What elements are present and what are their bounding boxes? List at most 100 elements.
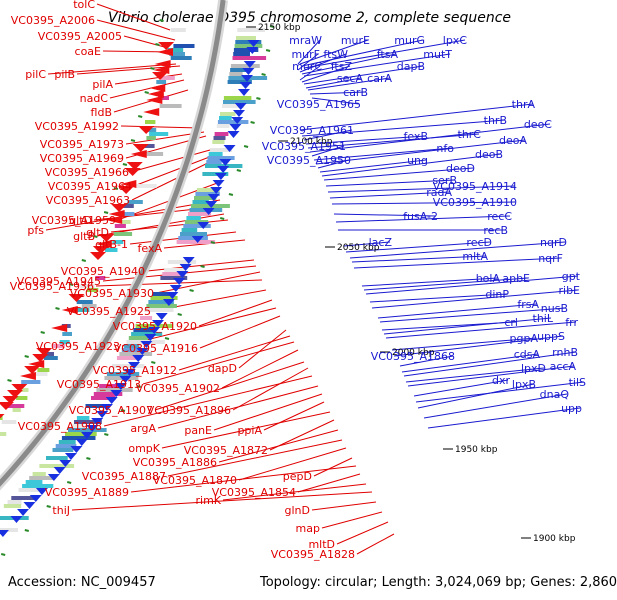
- feature-band: [147, 128, 157, 132]
- gene-arrow: [239, 82, 252, 89]
- left-leader-line: [47, 63, 177, 75]
- right-gene-label: deoA: [499, 134, 527, 147]
- gene-arrow: [0, 530, 9, 537]
- right-gene-label: crl: [504, 316, 518, 329]
- gene-arrow: [214, 173, 227, 180]
- right-gene-label: thiL: [533, 312, 554, 325]
- right-gene-label: VC0395_A1868: [371, 350, 455, 363]
- right-leader-line: [385, 321, 577, 339]
- gene-arrow: [229, 124, 242, 131]
- right-leader-line: [309, 91, 367, 95]
- gene-arrow: [53, 467, 66, 474]
- left-gene-label: gltD: [69, 214, 92, 227]
- right-gene-label: lacZ: [369, 236, 393, 249]
- right-gene-label: murE: [341, 34, 370, 47]
- feature-band: [18, 488, 45, 492]
- gene-arrow: [237, 89, 250, 96]
- feature-band: [219, 116, 232, 120]
- right-leader-line: [383, 317, 552, 335]
- tick-mark: [256, 97, 261, 100]
- gene-arrow: [205, 201, 218, 208]
- right-leader-line: [353, 257, 562, 269]
- feature-band: [43, 356, 58, 360]
- tick-mark: [113, 187, 119, 190]
- feature-band: [39, 464, 75, 468]
- gene-arrow: [242, 68, 255, 75]
- right-leader-line: [331, 201, 516, 205]
- left-leader-line: [321, 511, 383, 529]
- tick-mark: [24, 355, 29, 358]
- feature-band: [120, 212, 135, 216]
- gene-arrow: [157, 48, 174, 56]
- gene-arrow: [36, 348, 53, 356]
- gene-arrow: [111, 204, 128, 212]
- right-gene-label: murF: [291, 48, 320, 61]
- left-leader-line: [157, 385, 319, 429]
- tick-mark: [219, 217, 225, 220]
- right-gene-label: pgpA: [510, 332, 539, 345]
- gene-arrow: [240, 75, 253, 82]
- right-leader-line: [371, 289, 579, 309]
- right-leader-line: [427, 407, 581, 429]
- right-gene-label: recB: [483, 224, 508, 237]
- gene-arrow: [197, 222, 210, 229]
- right-leader-line: [311, 145, 345, 157]
- gene-arrow: [35, 488, 48, 495]
- feature-band: [216, 124, 230, 128]
- right-leader-line: [301, 65, 351, 83]
- feature-band: [237, 28, 265, 32]
- feature-band: [62, 332, 72, 336]
- feature-band: [59, 340, 70, 344]
- feature-band: [173, 44, 195, 48]
- feature-band: [119, 352, 153, 356]
- gene-arrow: [233, 110, 246, 117]
- right-leader-line: [415, 381, 585, 403]
- left-gene-label: glnD: [285, 504, 310, 517]
- feature-band: [7, 500, 22, 504]
- feature-band: [180, 232, 207, 236]
- feature-band: [55, 444, 77, 448]
- feature-band: [86, 288, 99, 292]
- left-gene-label: pilC: [25, 68, 46, 81]
- tick-mark: [68, 283, 74, 286]
- left-leader-line: [161, 411, 331, 449]
- left-leader-line: [96, 19, 176, 41]
- feature-band: [76, 416, 90, 420]
- gene-arrow: [28, 360, 45, 368]
- gene-arrow: [64, 453, 77, 460]
- feature-band: [106, 372, 140, 376]
- feature-band: [210, 148, 233, 152]
- feature-band: [178, 236, 208, 240]
- left-leader-line: [297, 473, 361, 493]
- gene-arrow: [176, 271, 189, 278]
- left-gene-label: VC0395_A1959: [32, 214, 116, 227]
- right-gene-label: murC: [292, 60, 322, 73]
- gene-arrow: [119, 376, 132, 383]
- left-leader-line: [96, 3, 171, 31]
- feature-band: [188, 212, 212, 216]
- gene-arrow: [140, 341, 153, 348]
- left-leader-line: [167, 439, 343, 477]
- left-leader-line: [130, 149, 211, 173]
- feature-band: [11, 496, 38, 500]
- gene-arrow: [210, 187, 223, 194]
- feature-band: [135, 184, 157, 188]
- tick-mark: [269, 25, 275, 28]
- left-gene-label: gltD: [86, 226, 109, 239]
- feature-band: [181, 228, 198, 232]
- gene-arrow: [132, 144, 149, 152]
- feature-band: [0, 528, 18, 532]
- gene-arrow: [154, 60, 171, 68]
- feature-band: [61, 436, 96, 440]
- tick-mark: [236, 169, 242, 172]
- right-gene-label: deoD: [446, 162, 475, 175]
- left-gene-label: pilB: [54, 68, 75, 81]
- right-gene-label: rnhB: [552, 346, 578, 359]
- feature-band: [192, 200, 209, 204]
- right-gene-label: deoB: [475, 148, 503, 161]
- gene-arrow: [68, 294, 85, 302]
- gene-arrow: [19, 372, 36, 380]
- feature-band: [121, 220, 131, 224]
- left-gene-label: VC0395_A1889: [45, 486, 129, 499]
- feature-band: [114, 224, 126, 228]
